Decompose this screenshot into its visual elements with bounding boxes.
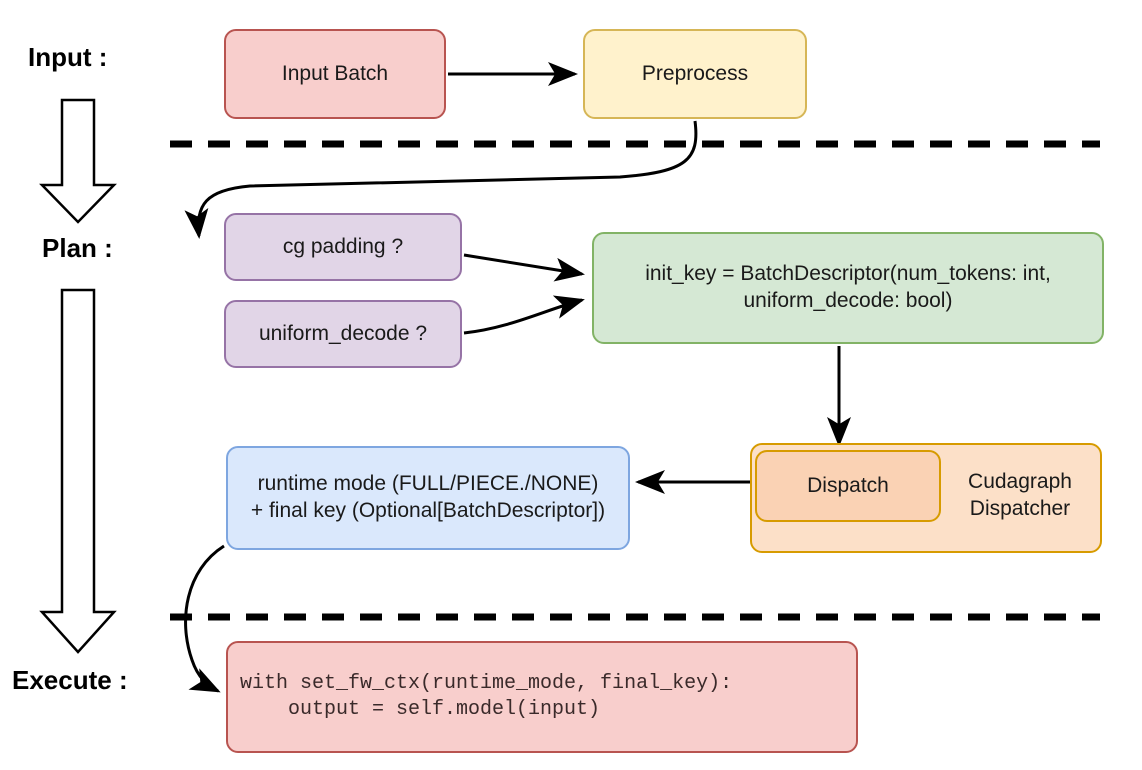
stage-label-plan: Plan : [42,233,113,263]
node-input-batch-label: Input Batch [281,61,389,85]
node-uniform-decode-label: uniform_decode ? [258,321,428,345]
node-dispatch[interactable]: Dispatch [755,450,941,522]
plan-to-execute-block-arrow [39,288,117,654]
input-to-plan-block-arrow [39,98,117,224]
node-execute-code-label: with set_fw_ctx(runtime_mode, final_key)… [240,672,733,721]
node-init-key[interactable]: init_key = BatchDescriptor(num_tokens: i… [592,232,1104,344]
node-init-key-label: init_key = BatchDescriptor(num_tokens: i… [645,262,1051,312]
edge-cg-padding-to-init-key [463,253,585,282]
node-dispatch-label: Dispatch [807,473,889,497]
node-cg-padding[interactable]: cg padding ? [224,213,462,281]
node-execute-code[interactable]: with set_fw_ctx(runtime_mode, final_key)… [226,641,858,753]
node-input-batch[interactable]: Input Batch [224,29,446,119]
node-preprocess[interactable]: Preprocess [583,29,807,119]
node-runtime-mode-label: runtime mode (FULL/PIECE./NONE) + final … [250,472,606,522]
edge-runtime-mode-to-execute-code [184,544,225,693]
stage-label-execute: Execute : [12,665,128,695]
node-cudagraph-dispatcher-label: Cudagraph Dispatcher [968,470,1072,521]
node-uniform-decode[interactable]: uniform_decode ? [224,300,462,368]
edge-uniform-decode-to-init-key [463,295,585,335]
node-runtime-mode[interactable]: runtime mode (FULL/PIECE./NONE) + final … [226,446,630,550]
node-preprocess-label: Preprocess [641,61,749,85]
node-cg-padding-label: cg padding ? [282,234,404,258]
stage-label-input: Input : [28,42,108,72]
